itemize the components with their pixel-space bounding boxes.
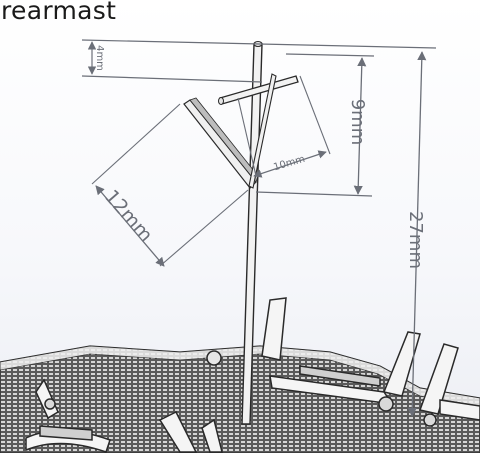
arm-width-label: 10mm xyxy=(272,154,306,173)
dimension-arm-height: 9mm xyxy=(255,53,375,197)
panel-length-label: 12mm xyxy=(100,186,157,247)
dimension-top-offset: 4mm xyxy=(81,39,437,83)
arm-height-label: 9mm xyxy=(347,99,368,146)
wheel-assembly-left xyxy=(25,378,223,453)
top-offset-label: 4mm xyxy=(94,45,105,71)
base-platform xyxy=(0,345,480,453)
dimension-mast-height: 27mm xyxy=(405,51,427,417)
diagram-title: rearmast xyxy=(1,0,117,25)
mast-height-label: 27mm xyxy=(405,211,426,269)
dimension-panel-length: 12mm xyxy=(91,103,249,267)
wheel-assembly-right xyxy=(206,297,480,427)
